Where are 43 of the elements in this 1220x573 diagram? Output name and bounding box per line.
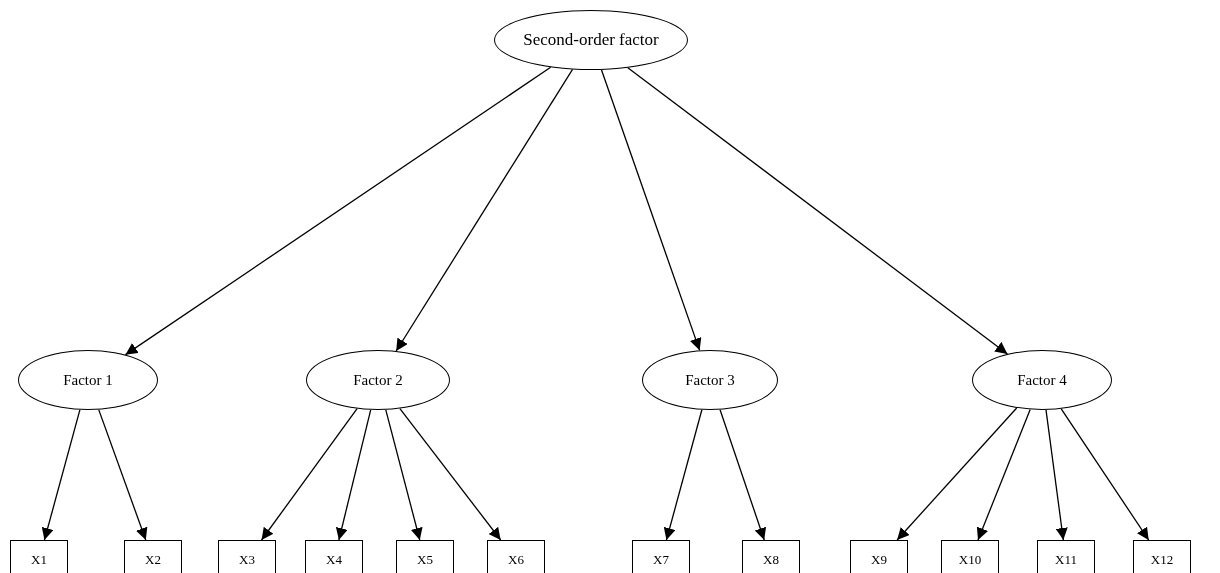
variable-box: [10, 540, 68, 573]
arrow: [627, 67, 1009, 355]
node-label: X6: [508, 552, 524, 568]
node-label: X8: [763, 552, 779, 568]
node-label: X4: [326, 552, 342, 568]
variable-box: [218, 540, 276, 573]
variable-box: [632, 540, 690, 573]
node-label: X2: [145, 552, 161, 568]
node-label: X3: [239, 552, 255, 568]
node-label: Factor 1: [63, 371, 113, 389]
arrow: [335, 409, 372, 541]
node-label: Factor 3: [685, 371, 735, 389]
arrow: [385, 409, 423, 541]
node-label: X7: [653, 552, 669, 568]
node-label: X9: [871, 552, 887, 568]
variable-box: [305, 540, 363, 573]
arrow: [663, 409, 703, 541]
arrow: [98, 409, 148, 541]
arrow: [41, 409, 81, 541]
node-label: X1: [31, 552, 47, 568]
arrow: [260, 408, 358, 541]
node-label: X10: [958, 552, 982, 568]
variable-box: [124, 540, 182, 573]
variable-box: [941, 540, 999, 573]
node-label: X12: [1150, 552, 1174, 568]
node-label: Factor 4: [1017, 371, 1067, 389]
arrow: [719, 409, 767, 541]
variable-box: [850, 540, 908, 573]
variable-box: [742, 540, 800, 573]
arrow: [124, 66, 552, 356]
arrow: [600, 69, 702, 351]
node-label: X11: [1055, 552, 1077, 568]
node-label: Factor 2: [353, 371, 403, 389]
variable-box: [1133, 540, 1191, 573]
node-label: X5: [417, 552, 433, 568]
arrow: [1060, 408, 1150, 541]
node-label: Second-order factor: [523, 30, 659, 50]
arrow: [395, 68, 574, 352]
variable-box: [487, 540, 545, 573]
arrow: [1045, 409, 1068, 541]
arrow: [976, 408, 1031, 541]
variable-box: [1037, 540, 1095, 573]
variable-box: [396, 540, 454, 573]
